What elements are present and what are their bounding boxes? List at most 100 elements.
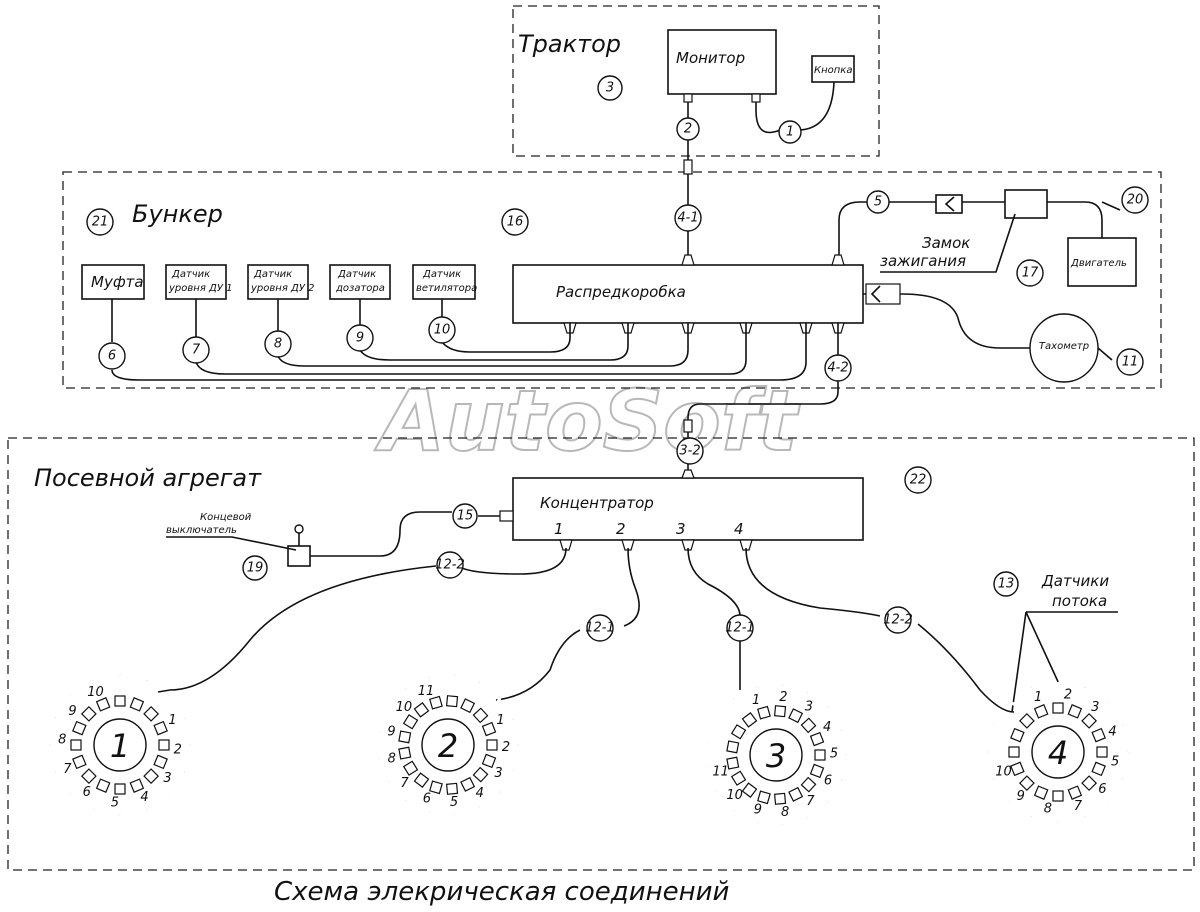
sensor-level-2-label-a: Датчик [253, 269, 292, 280]
flow-sensor [80, 768, 97, 785]
flow-sensor [730, 724, 747, 740]
callout-text-c3: 3 [606, 81, 614, 96]
flow-sensor [726, 756, 740, 770]
callout-text-c10: 10 [434, 323, 451, 338]
flow-sensor [1018, 775, 1035, 792]
flow-sensor-label: 2 [174, 743, 182, 758]
coupling-label: Муфта [91, 273, 144, 291]
distributor-number: 1 [110, 727, 130, 765]
flow-sensor [809, 763, 825, 779]
watermark: AutoSoft [374, 372, 800, 470]
callout-text-c3-2: 3-2 [679, 444, 700, 459]
tachometer-label: Тахометр [1039, 341, 1089, 352]
callout-text-c8: 8 [274, 337, 282, 352]
flow-sensor [114, 695, 126, 707]
flow-sensor [143, 768, 160, 785]
bunker-title: Бункер [132, 200, 223, 228]
flow-sensor-label: 5 [830, 747, 838, 762]
flow-sensor [413, 772, 430, 788]
distributor-number: 3 [766, 737, 786, 775]
callout-text-c9: 9 [356, 331, 364, 346]
flow-sensor [773, 792, 787, 805]
connector-5 [935, 194, 963, 214]
flow-sensor [429, 695, 443, 710]
callout-c2 [676, 117, 700, 141]
callout-c17 [1016, 259, 1044, 287]
callout-c4-2 [824, 354, 852, 382]
flow-sensor-label: 10 [396, 700, 413, 715]
concentrator-connector [559, 539, 573, 551]
flow-sensor [472, 766, 489, 783]
flow-sensor [486, 739, 498, 751]
flow-sensor-label: 10 [995, 764, 1012, 779]
flow-sensor [814, 749, 826, 761]
callout-c11 [1116, 348, 1144, 376]
tractor-title: Трактор [518, 30, 621, 58]
flow-sensor [398, 730, 412, 744]
sensor-fan-box [412, 264, 476, 300]
flow-sensor [413, 702, 430, 718]
monitor-box [667, 29, 777, 95]
callout-text-c13: 13 [998, 577, 1015, 592]
sensor-level-1-box [165, 264, 227, 300]
flow-sensor [429, 780, 443, 795]
callout-text-c4-1: 4-1 [677, 211, 698, 226]
flow-sensor [481, 753, 497, 769]
flow-sensor-label: 7 [63, 762, 72, 777]
flow-sensor-label: 7 [806, 794, 815, 809]
engine-box [1067, 237, 1137, 287]
flow-sensor [481, 721, 497, 737]
callout-c16 [501, 208, 529, 236]
flow-sensor [153, 720, 168, 736]
flow-sensor [114, 783, 126, 795]
callout-c13 [993, 571, 1019, 597]
sensor-level-2-label-b: уровня ДУ 2 [250, 283, 314, 294]
flow-sensor [402, 714, 419, 730]
monitor-label: Монитор [676, 49, 745, 67]
flow-sensor-label: 3 [163, 771, 171, 786]
flow-sensor-label: 6 [824, 773, 832, 788]
callout-text-c20: 20 [1127, 193, 1144, 208]
callout-text-c21: 21 [92, 215, 109, 230]
callout-c12-2b [884, 606, 912, 634]
callout-c7 [182, 336, 210, 364]
engine-label: Двигатель [1070, 258, 1127, 269]
callout-text-c15: 15 [457, 509, 474, 524]
flow-sensor-label: 9 [1017, 789, 1025, 804]
flow-sensor [95, 778, 111, 793]
callout-text-c6: 6 [108, 349, 116, 364]
distributor-hub [1031, 725, 1085, 779]
flow-sensor [1067, 785, 1083, 800]
flow-sensor [402, 760, 419, 776]
callout-text-c12-2a: 12-2 [435, 558, 465, 573]
ignition-lock-label-a: Замок [922, 234, 970, 252]
flow-sensor [95, 697, 111, 712]
flow-sensor-label: 2 [779, 690, 787, 705]
flow-sensor [1081, 712, 1098, 729]
flow-sensor [741, 712, 758, 728]
concentrator-port-4: 4 [734, 520, 744, 538]
bunker-region [62, 171, 1162, 389]
flow-sensor [143, 705, 160, 722]
flow-sensor [1033, 704, 1049, 719]
concentrator-connectors [559, 469, 753, 551]
sensor-level-2-box [247, 264, 309, 300]
distributor-number: 2 [438, 727, 458, 765]
button-box [811, 55, 855, 83]
concentrator-connector [621, 539, 635, 551]
flow-sensor-label: 5 [111, 795, 119, 810]
callout-text-c5: 5 [874, 195, 882, 210]
concentrator-port-2: 2 [616, 520, 626, 538]
junction-box-label: Распредкоробка [556, 283, 686, 301]
flow-sensor [1052, 702, 1064, 714]
callout-c8 [264, 330, 292, 358]
sensor-fan-label-a: Датчик [422, 269, 461, 280]
flow-sensor [1091, 761, 1106, 777]
flow-sensor [80, 705, 97, 722]
flow-sensor-label: 10 [87, 685, 104, 700]
flow-sensor [129, 778, 145, 793]
flow-sensor [445, 782, 459, 795]
concentrator-label: Концентратор [540, 494, 654, 512]
flow-sensor-label: 11 [712, 765, 729, 780]
callout-c3-2 [676, 437, 704, 465]
